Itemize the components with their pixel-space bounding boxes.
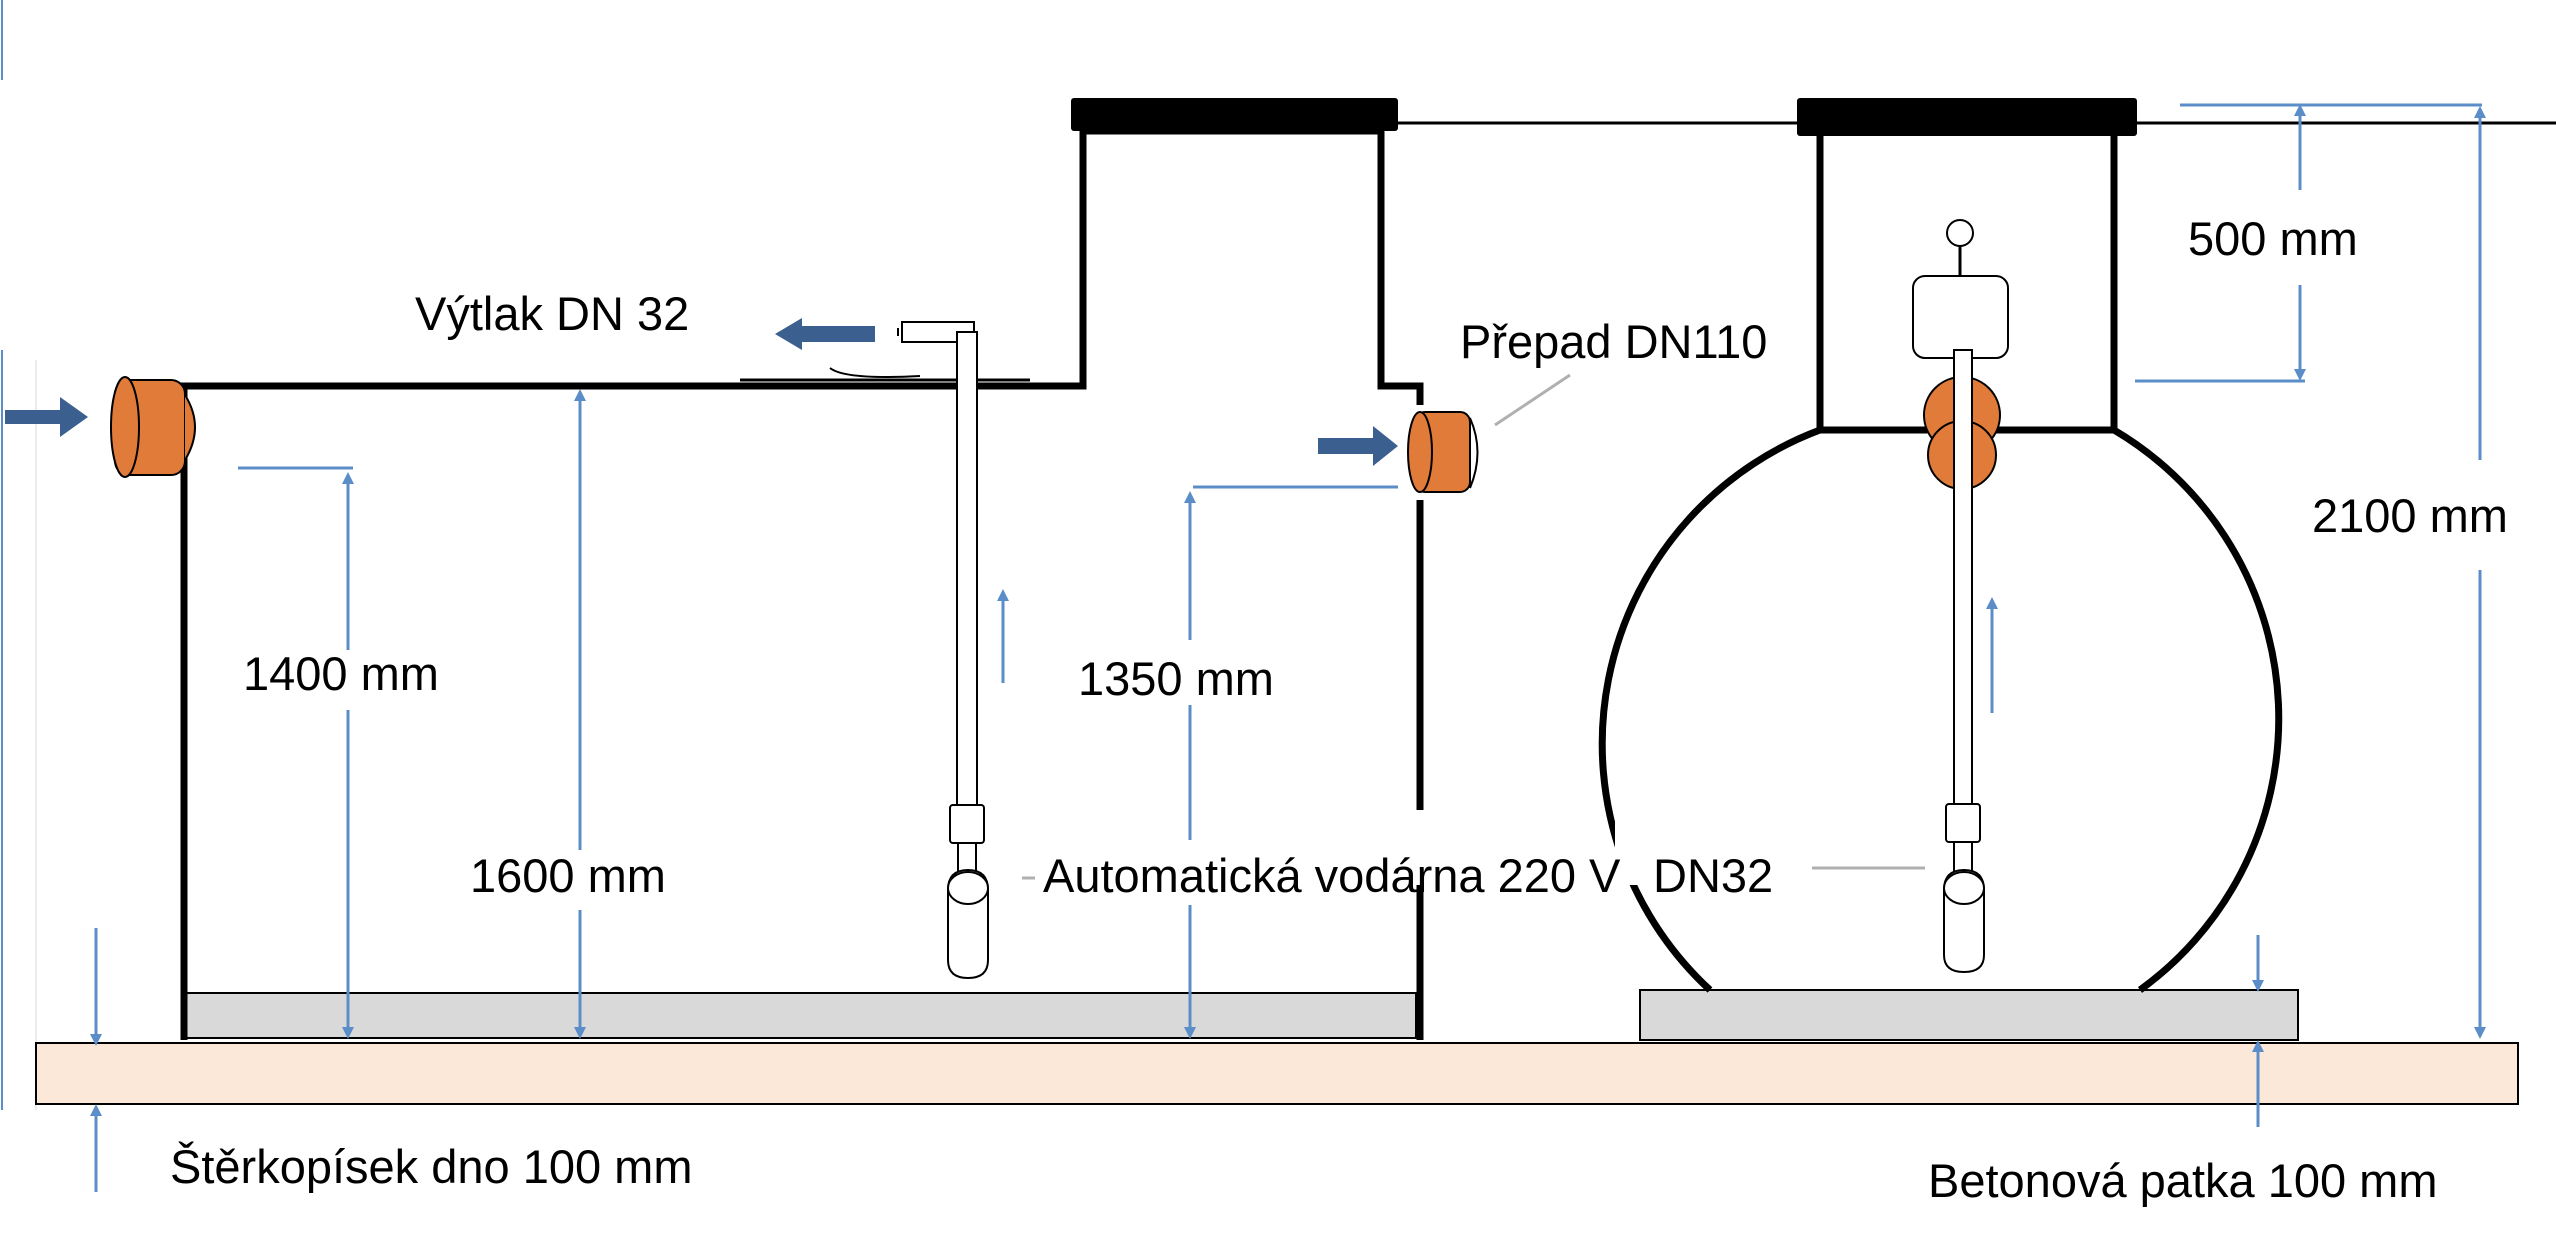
arrow-right-icon xyxy=(5,397,88,437)
pump-station-label: Automatická vodárna 220 V xyxy=(1043,849,1621,902)
leader-lines xyxy=(1022,373,1925,880)
left-tank-lid xyxy=(1071,98,1398,131)
height-1400-label: 1400 mm xyxy=(243,647,439,700)
height-2100-label: 2100 mm xyxy=(2312,489,2508,542)
concrete-footing-slab xyxy=(1639,989,2299,1041)
dimension-lines xyxy=(90,103,2486,1192)
height-1350-label: 1350 mm xyxy=(1078,652,1274,705)
inflow-pipe xyxy=(110,376,196,478)
submersible-pump-icon xyxy=(1912,219,2009,974)
submersible-pump-icon xyxy=(947,331,989,980)
height-500-label: 500 mm xyxy=(2188,212,2358,265)
discharge-label: Výtlak DN 32 xyxy=(415,287,689,340)
pump-dn-label: DN32 xyxy=(1653,849,1773,902)
tank-base-slab xyxy=(183,992,1417,1039)
frame-edge-marks xyxy=(1,0,37,1110)
overflow-label: Přepad DN110 xyxy=(1460,315,1767,368)
arrow-left-icon xyxy=(775,318,875,350)
gravel-bed xyxy=(35,1042,2519,1105)
height-1600-label: 1600 mm xyxy=(470,849,666,902)
right-tank-lid xyxy=(1797,98,2137,136)
left-tank xyxy=(180,127,1424,1040)
gravel-base-label: Štěrkopísek dno 100 mm xyxy=(170,1140,693,1193)
overflow-pipe xyxy=(1407,411,1479,493)
arrow-right-icon xyxy=(1318,426,1398,466)
concrete-footing-label: Betonová patka 100 mm xyxy=(1928,1154,2437,1207)
